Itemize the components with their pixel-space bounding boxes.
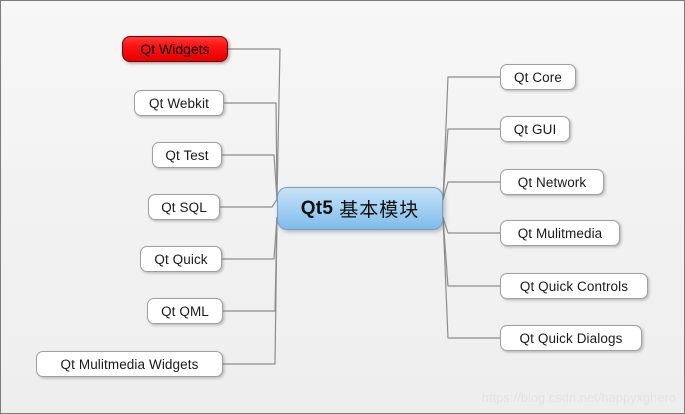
mindmap-node[interactable]: Qt Webkit	[134, 90, 224, 116]
connector-line	[219, 198, 278, 208]
mindmap-node-label: Qt Quick Controls	[519, 278, 629, 294]
mindmap-node-label: Qt GUI	[513, 121, 557, 137]
connector-line	[442, 216, 501, 339]
mindmap-node-label: Qt SQL	[161, 199, 207, 215]
mindmap-node[interactable]: Qt Widgets	[122, 36, 228, 62]
mindmap-node[interactable]: Qt GUI	[500, 116, 570, 142]
connector-line	[442, 181, 501, 201]
mindmap-node-label: Qt Mulitmedia Widgets	[60, 356, 199, 372]
connector-line	[222, 216, 278, 312]
mindmap-node[interactable]: Qt Mulitmedia Widgets	[36, 351, 223, 377]
mindmap-node[interactable]: Qt Core	[500, 64, 576, 90]
mindmap-node-label: Qt Core	[514, 69, 562, 85]
connector-line	[442, 216, 501, 234]
connector-line	[223, 102, 278, 201]
mindmap-node[interactable]: Qt Quick Controls	[500, 273, 648, 299]
connector-line	[442, 216, 501, 287]
mindmap-node[interactable]: Qt Quick	[140, 246, 222, 272]
mindmap-node-label: Qt Widgets	[140, 41, 210, 57]
mindmap-node[interactable]: Qt Mulitmedia	[500, 220, 620, 246]
mindmap-node[interactable]: Qt Network	[500, 169, 604, 195]
mindmap-node-label: Qt Mulitmedia	[517, 225, 603, 241]
mindmap-node-label: Qt Quick	[154, 251, 208, 267]
root-label-primary: Qt5	[300, 197, 334, 219]
mindmap-node-label: Qt Network	[517, 174, 587, 190]
connector-line	[442, 76, 501, 201]
mindmap-node-label: Qt QML	[161, 303, 209, 319]
mindmap-node[interactable]: Qt Test	[152, 142, 222, 168]
root-label-secondary: 基本模块	[339, 199, 420, 221]
watermark-text: https://blog.csdn.net/happyxghero	[481, 391, 676, 405]
connector-line	[221, 154, 278, 201]
mindmap-node-label: Qt Test	[165, 147, 209, 163]
mindmap-node-label: Qt Webkit	[149, 95, 209, 111]
connector-line	[442, 128, 501, 201]
connector-line	[221, 216, 278, 260]
mindmap-node-label: Qt Quick Dialogs	[519, 330, 623, 346]
mindmap-node[interactable]: Qt QML	[147, 298, 223, 324]
connector-line	[227, 48, 281, 201]
connector-line	[222, 216, 278, 365]
mindmap-node[interactable]: Qt SQL	[148, 194, 220, 220]
mindmap-node[interactable]: Qt Quick Dialogs	[500, 325, 642, 351]
